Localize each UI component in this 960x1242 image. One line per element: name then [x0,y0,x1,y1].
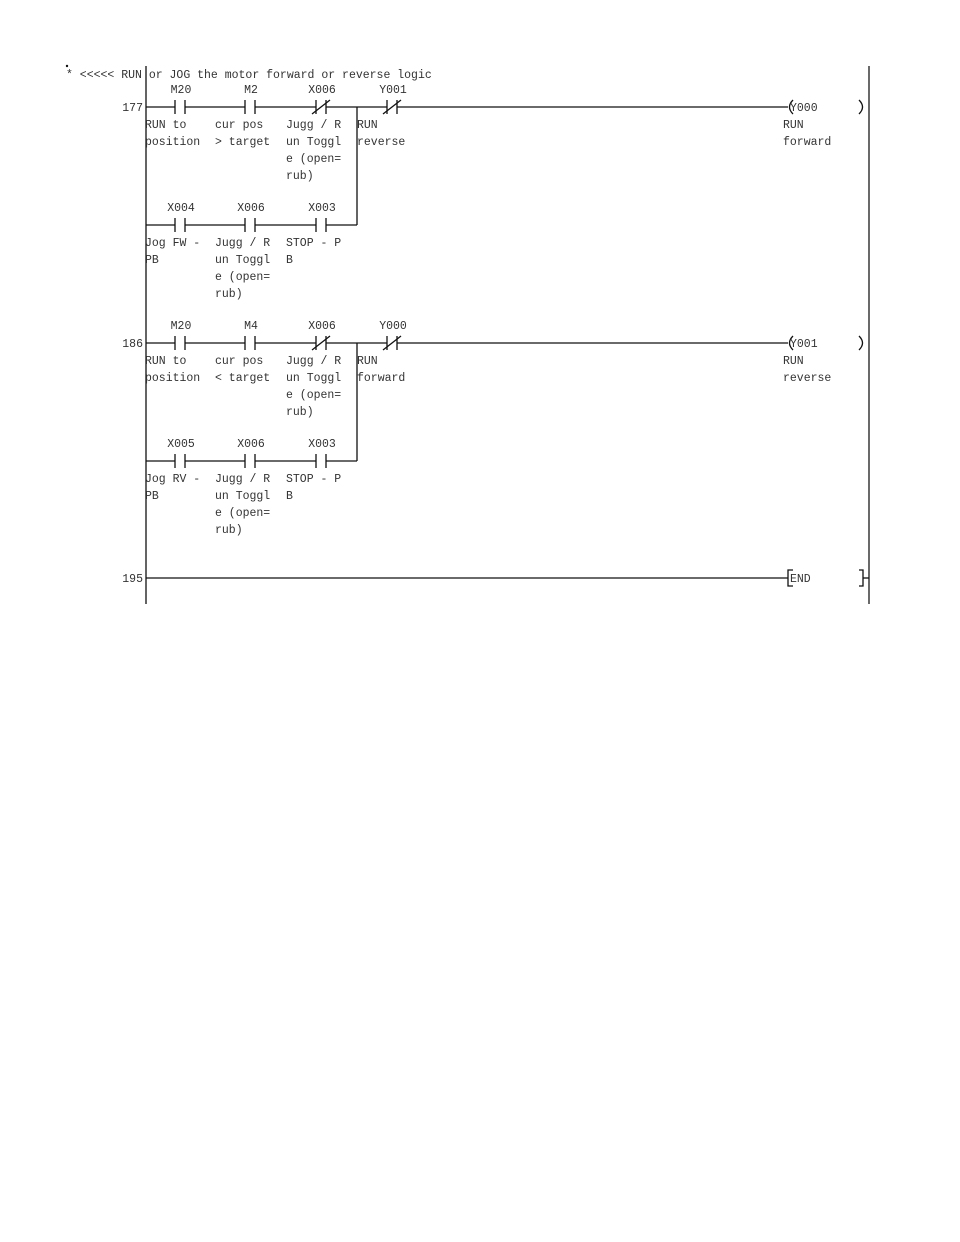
device-label: X006 [237,202,265,215]
device-label: X004 [167,202,195,215]
device-comment: rub) [286,170,314,183]
device-comment: un Toggl [215,490,270,503]
device-comment: cur pos [215,119,263,132]
device-comment: un Toggl [215,254,270,267]
device-comment: PB [145,490,159,503]
device-comment: position [145,372,200,385]
device-label: Y000 [379,320,407,333]
device-comment: STOP - P [286,237,341,250]
device-comment: e (open= [215,507,270,520]
device-comment: cur pos [215,355,263,368]
contact-nc-slash [311,99,331,115]
device-comment: forward [357,372,405,385]
device-label: M20 [171,84,192,97]
step-number: 186 [122,338,143,351]
device-comment: RUN [357,119,378,132]
device-label: X003 [308,438,336,451]
device-comment: B [286,490,293,503]
output-device-label: END [790,573,811,586]
device-label: X005 [167,438,195,451]
device-comment: un Toggl [286,136,341,149]
step-number: 195 [122,573,143,586]
coil-right-paren [858,335,864,351]
contact-nc-slash [382,99,402,115]
end-right-bracket [859,569,864,587]
device-label: M2 [244,84,258,97]
output-device-label: Y000 [790,102,818,115]
output-comment: RUN [783,119,804,132]
device-comment: PB [145,254,159,267]
device-comment: RUN [357,355,378,368]
device-comment: RUN to [145,355,187,368]
device-comment: STOP - P [286,473,341,486]
device-comment: RUN to [145,119,187,132]
device-label: M4 [244,320,258,333]
device-comment: B [286,254,293,267]
section-comment: * <<<<< RUN or JOG the motor forward or … [66,69,432,82]
device-label: X006 [237,438,265,451]
contact-m2: M2 cur pos > target [215,84,270,149]
contact-nc-slash [382,335,402,351]
device-comment: position [145,136,200,149]
device-label: X006 [308,84,336,97]
coil-left-paren [788,99,794,115]
step-number: 177 [122,102,143,115]
end-left-bracket [787,569,793,587]
coil-left-paren [788,335,794,351]
coil-right-paren [858,99,864,115]
device-comment: Jugg / R [215,473,270,486]
device-comment: rub) [215,288,243,301]
output-comment: reverse [783,372,831,385]
device-comment: Jog FW - [145,237,200,250]
device-comment: rub) [286,406,314,419]
device-comment: e (open= [215,271,270,284]
marker-dot [65,64,69,68]
device-comment: reverse [357,136,405,149]
device-comment: Jugg / R [215,237,270,250]
device-comment: > target [215,136,270,149]
contact-nc-slash [311,335,331,351]
output-comment: RUN [783,355,804,368]
device-label: X003 [308,202,336,215]
end-instruction: END [787,569,869,587]
rung-195: 195 END [122,569,869,587]
device-label: X006 [308,320,336,333]
device-comment: Jugg / R [286,355,341,368]
device-comment: un Toggl [286,372,341,385]
device-label: Y001 [379,84,407,97]
device-comment: e (open= [286,153,341,166]
device-comment: Jog RV - [145,473,200,486]
device-label: M20 [171,320,192,333]
device-comment: < target [215,372,270,385]
contact-m4: M4 cur pos < target [215,320,270,385]
device-comment: e (open= [286,389,341,402]
device-comment: rub) [215,524,243,537]
output-comment: forward [783,136,831,149]
device-comment: Jugg / R [286,119,341,132]
output-device-label: Y001 [790,338,818,351]
